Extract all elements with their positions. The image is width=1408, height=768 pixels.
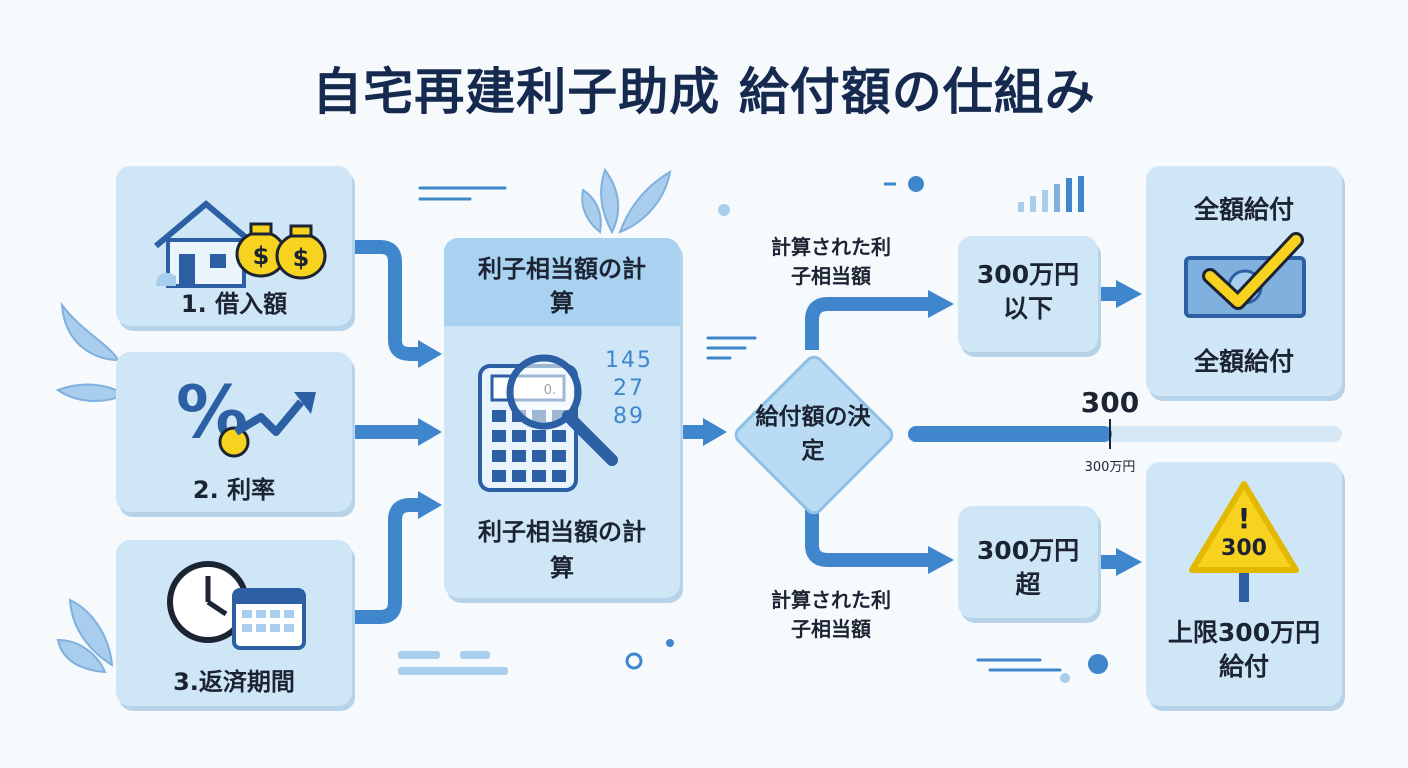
page-title: 自宅再建利子助成 給付額の仕組み xyxy=(312,63,1096,121)
house-money-icon: $ $ xyxy=(154,200,327,288)
branch-label-over: 計算された利子相当額 xyxy=(771,588,891,641)
decision-label: 給付額の決定 xyxy=(755,404,871,464)
outcome-card-full: 全額給付 全額給付 xyxy=(1146,166,1342,396)
scale-caption: 300万円 xyxy=(1084,460,1136,475)
outcome-capped-label: 上限300万円給付 xyxy=(1167,618,1321,681)
calculator-digits-row-3: 89 xyxy=(613,404,645,429)
threshold-label-under: 300万円以下 xyxy=(976,260,1080,323)
warning-sign-value: 300 xyxy=(1221,536,1267,561)
outcome-full-title: 全額給付 xyxy=(1193,195,1294,224)
percent-arrow-icon: % xyxy=(176,370,316,458)
bar-chart-decoration-icon xyxy=(1018,176,1084,212)
clock-calendar-icon xyxy=(167,561,306,650)
outcome-full-label: 全額給付 xyxy=(1193,347,1294,376)
outcome-card-capped: ! 300 上限300万円給付 xyxy=(1146,462,1342,706)
branch-label-under: 計算された利子相当額 xyxy=(771,235,891,288)
input-label-repayment-period: 3.返済期間 xyxy=(173,668,295,696)
calculation-card-header xyxy=(444,238,680,326)
input-card-repayment-period: 3.返済期間 xyxy=(116,540,352,706)
scale-value: 300 xyxy=(1080,386,1140,419)
threshold-card-under xyxy=(958,236,1098,352)
calculation-card: 利子相当額の計算 0. 145 27 89 利子相当額の計算 xyxy=(444,238,680,598)
input-label-loan-amount: 1. 借入額 xyxy=(180,290,288,318)
svg-text:$: $ xyxy=(293,244,310,272)
warning-sign-icon: ! xyxy=(1189,481,1299,602)
money-checkmark-icon xyxy=(1184,232,1306,318)
input-card-interest-rate: % 2. 利率 xyxy=(116,352,352,512)
leaf-decoration-icon xyxy=(55,167,672,674)
calculator-magnifier-icon: 0. xyxy=(478,354,618,492)
decorative-lines xyxy=(418,186,1062,672)
calculator-digits-row-1: 145 xyxy=(605,348,653,373)
threshold-label-over: 300万円超 xyxy=(976,536,1080,599)
calculation-body-label: 利子相当額の計算 xyxy=(478,518,646,582)
threshold-scale-bar xyxy=(908,419,1342,449)
threshold-card-over xyxy=(958,506,1098,618)
calculator-digits-row-2: 27 xyxy=(613,376,645,401)
svg-text:!: ! xyxy=(1238,502,1251,535)
input-label-interest-rate: 2. 利率 xyxy=(192,476,276,504)
input-card-loan-amount: $ $ 1. 借入額 xyxy=(116,166,352,326)
svg-text:$: $ xyxy=(253,242,270,270)
calculation-header-label: 利子相当額の計算 xyxy=(478,255,646,317)
